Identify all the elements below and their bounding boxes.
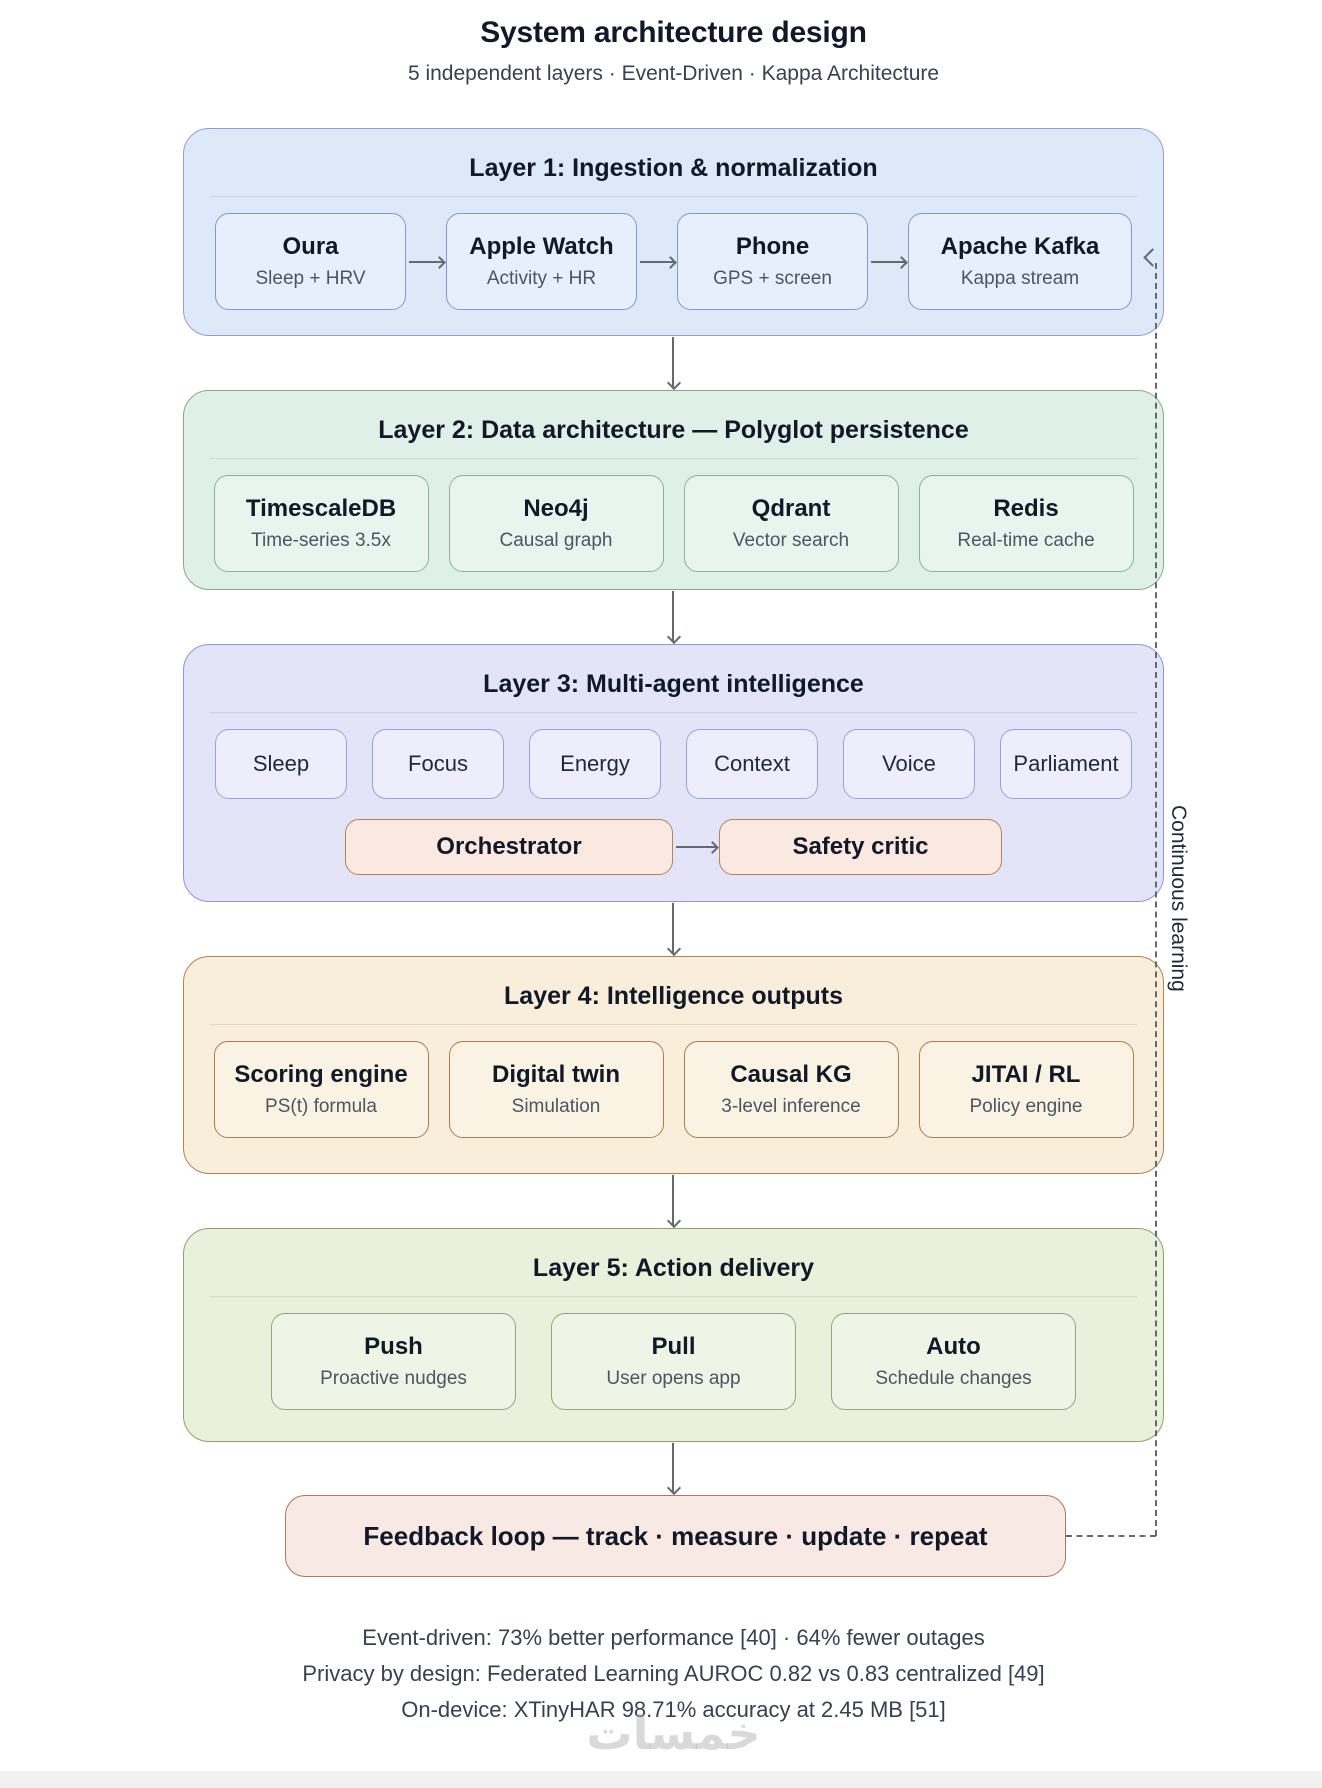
layer-1-ingestion: Layer 1: Ingestion & normalization Oura … [183, 128, 1164, 336]
node-subtitle: Vector search [732, 530, 850, 551]
layer-3-title: Layer 3: Multi-agent intelligence [483, 670, 864, 698]
node-causal-kg: Causal KG 3-level inference [683, 1041, 899, 1138]
node-title: TimescaleDB [245, 495, 397, 522]
continuous-learning-line-horizontal [1066, 1535, 1156, 1537]
arrow-down-icon [672, 1443, 674, 1493]
node-title: Scoring engine [234, 1061, 408, 1088]
agent-context: Context [686, 729, 818, 799]
node-subtitle: Time-series 3.5x [251, 530, 391, 551]
continuous-learning-label: Continuous learning [1167, 805, 1190, 992]
feedback-loop-label: Feedback loop — track · measure · update… [363, 1520, 988, 1551]
node-oura: Oura Sleep + HRV [215, 213, 406, 310]
node-subtitle: User opens app [606, 1368, 741, 1389]
node-title: Pull [651, 1333, 696, 1360]
node-safety-critic: Safety critic [719, 819, 1002, 875]
divider [210, 458, 1137, 459]
arrow-right-icon [640, 260, 674, 263]
node-title: Safety critic [792, 833, 929, 860]
node-title: Qdrant [751, 495, 831, 522]
layer-1-nodes: Oura Sleep + HRV Apple Watch Activity + … [210, 213, 1137, 310]
bottom-strip [0, 1771, 1322, 1788]
layer-5-action-delivery: Layer 5: Action delivery Push Proactive … [183, 1228, 1164, 1442]
node-neo4j: Neo4j Causal graph [448, 475, 664, 572]
divider [210, 1296, 1137, 1297]
layer-3-orchestration: Orchestrator Safety critic [210, 819, 1137, 875]
node-qdrant: Qdrant Vector search [683, 475, 899, 572]
arrow-down-icon [672, 1175, 674, 1226]
node-subtitle: PS(t) formula [265, 1096, 377, 1117]
node-subtitle: GPS + screen [713, 268, 832, 289]
node-subtitle: Sleep + HRV [255, 268, 366, 289]
arrow-down-icon [672, 903, 674, 954]
node-redis: Redis Real-time cache [918, 475, 1134, 572]
node-title: Apache Kafka [940, 233, 1100, 260]
node-title: Oura [282, 233, 339, 260]
agent-focus: Focus [372, 729, 504, 799]
node-apache-kafka: Apache Kafka Kappa stream [908, 213, 1132, 310]
node-subtitle: Simulation [511, 1096, 601, 1117]
layer-5-title: Layer 5: Action delivery [532, 1254, 815, 1282]
title-block: System architecture design 5 independent… [183, 14, 1164, 87]
node-title: Phone [735, 233, 810, 260]
footer-line: Privacy by design: Federated Learning AU… [302, 1661, 1045, 1686]
layer-3-agents: Sleep Focus Energy Context Voice Parliam… [210, 729, 1137, 799]
node-pull: Pull User opens app [551, 1313, 796, 1410]
layer-3-multi-agent: Layer 3: Multi-agent intelligence Sleep … [183, 644, 1164, 902]
layer-5-nodes: Push Proactive nudges Pull User opens ap… [210, 1313, 1137, 1410]
layer-2-nodes: TimescaleDB Time-series 3.5x Neo4j Causa… [210, 475, 1137, 572]
node-jitai-rl: JITAI / RL Policy engine [918, 1041, 1134, 1138]
node-subtitle: Schedule changes [875, 1368, 1032, 1389]
node-subtitle: Proactive nudges [320, 1368, 467, 1389]
arrow-right-icon [676, 846, 716, 848]
node-auto: Auto Schedule changes [831, 1313, 1076, 1410]
divider [210, 196, 1137, 197]
node-subtitle: Policy engine [969, 1096, 1083, 1117]
node-title: Neo4j [523, 495, 589, 522]
arrow-right-icon [871, 260, 905, 263]
agent-parliament: Parliament [1000, 729, 1132, 799]
layer-2-data-architecture: Layer 2: Data architecture — Polyglot pe… [183, 390, 1164, 590]
agent-sleep: Sleep [215, 729, 347, 799]
footer-line: On-device: XTinyHAR 98.71% accuracy at 2… [401, 1697, 946, 1722]
footer-notes: Event-driven: 73% better performance [40… [183, 1620, 1164, 1728]
node-title: Redis [993, 495, 1059, 522]
feedback-loop-box: Feedback loop — track · measure · update… [285, 1495, 1066, 1577]
node-subtitle: 3-level inference [721, 1096, 861, 1117]
arrow-down-icon [672, 337, 674, 388]
continuous-learning-line-vertical [1155, 263, 1157, 1536]
node-title: Push [364, 1333, 423, 1360]
node-subtitle: Kappa stream [960, 268, 1080, 289]
layer-4-title: Layer 4: Intelligence outputs [504, 982, 843, 1010]
node-subtitle: Real-time cache [957, 530, 1095, 551]
divider [210, 712, 1137, 713]
node-title: Auto [926, 1333, 981, 1360]
node-apple-watch: Apple Watch Activity + HR [446, 213, 637, 310]
node-title: Digital twin [492, 1061, 620, 1088]
node-digital-twin: Digital twin Simulation [448, 1041, 664, 1138]
arrow-right-icon [409, 260, 443, 263]
node-title: Orchestrator [436, 833, 582, 860]
node-title: Apple Watch [469, 233, 614, 260]
page-subtitle: 5 independent layers · Event-Driven · Ka… [407, 62, 940, 85]
watermark: خمسات [586, 1707, 761, 1759]
footer-line: Event-driven: 73% better performance [40… [362, 1625, 985, 1650]
node-title: Causal KG [730, 1061, 852, 1088]
node-timescaledb: TimescaleDB Time-series 3.5x [213, 475, 429, 572]
node-push: Push Proactive nudges [271, 1313, 516, 1410]
layer-4-nodes: Scoring engine PS(t) formula Digital twi… [210, 1041, 1137, 1138]
layer-2-title: Layer 2: Data architecture — Polyglot pe… [378, 416, 969, 444]
node-subtitle: Activity + HR [486, 268, 597, 289]
node-subtitle: Causal graph [499, 530, 613, 551]
layer-1-title: Layer 1: Ingestion & normalization [469, 154, 878, 182]
node-phone: Phone GPS + screen [677, 213, 868, 310]
agent-energy: Energy [529, 729, 661, 799]
node-title: JITAI / RL [971, 1061, 1081, 1088]
divider [210, 1024, 1137, 1025]
layer-4-intelligence-outputs: Layer 4: Intelligence outputs Scoring en… [183, 956, 1164, 1174]
arrow-down-icon [672, 591, 674, 642]
node-scoring-engine: Scoring engine PS(t) formula [213, 1041, 429, 1138]
page-title: System architecture design [480, 16, 867, 49]
node-orchestrator: Orchestrator [345, 819, 673, 875]
agent-voice: Voice [843, 729, 975, 799]
